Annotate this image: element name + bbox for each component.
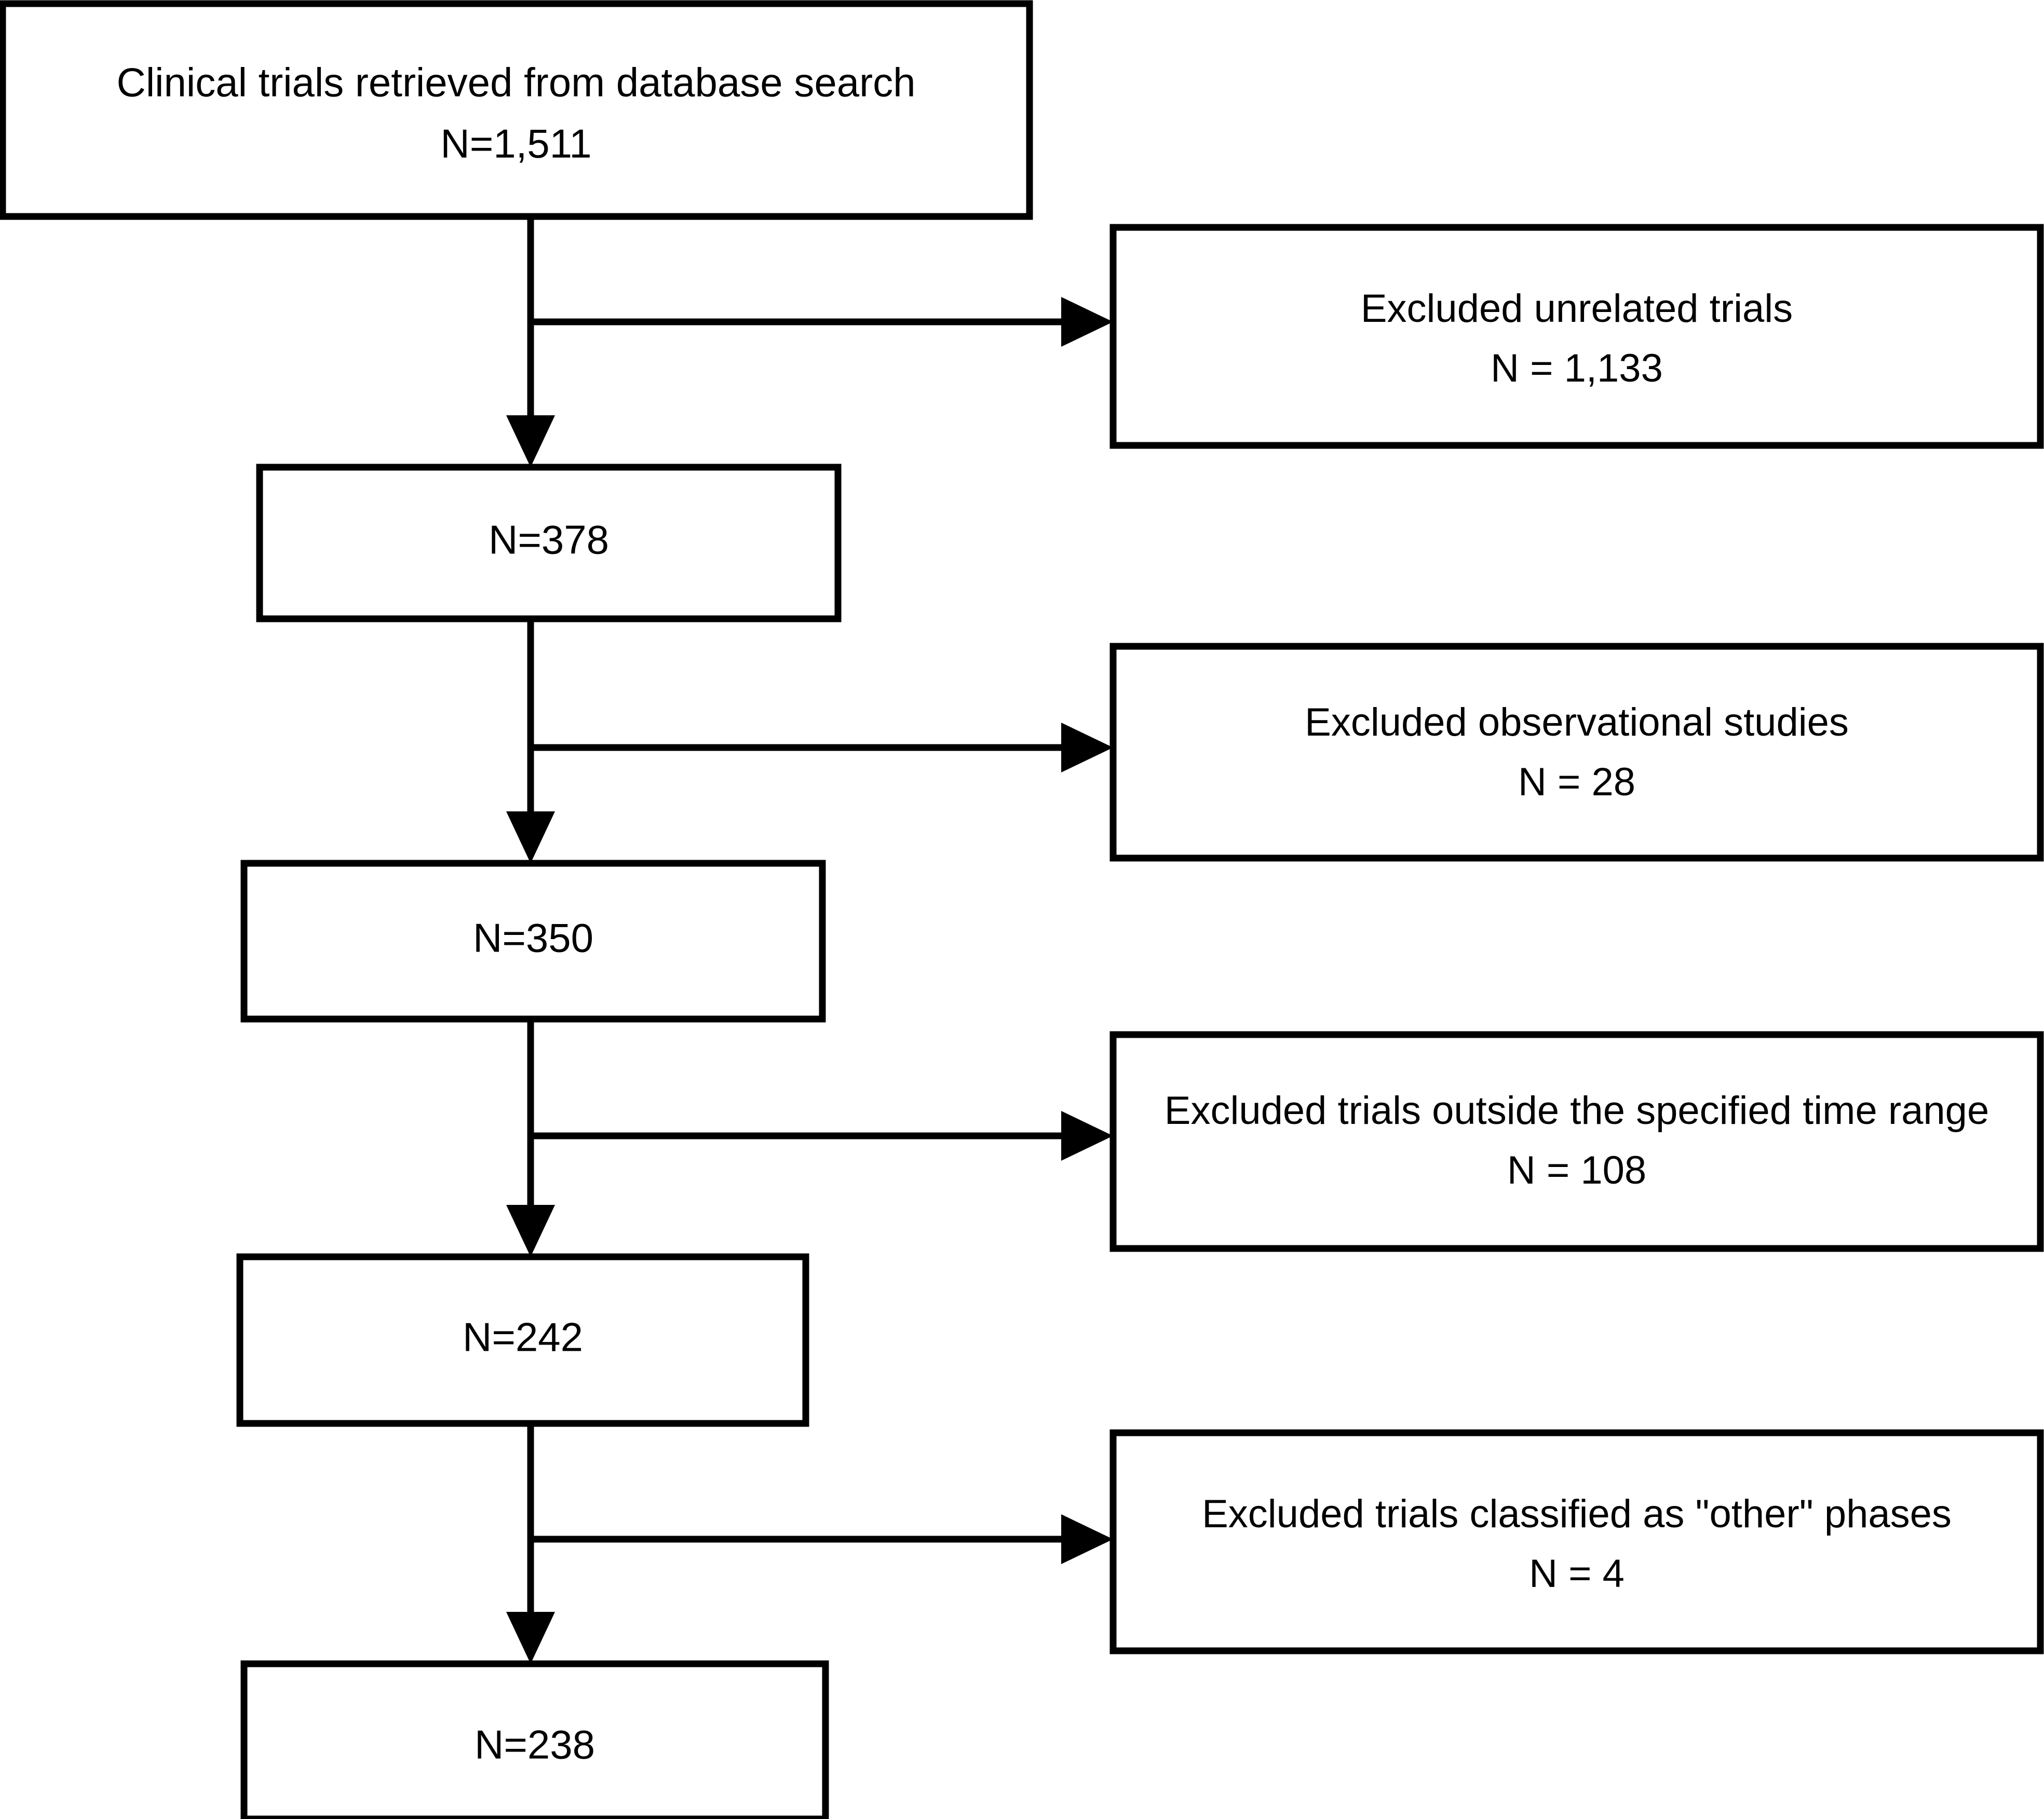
- flow-node-retrieved[interactable]: Clinical trials retrieved from database …: [0, 0, 1033, 220]
- flow-node-retrieved-line2: N=1,511: [440, 121, 591, 167]
- flow-node-retrieved-line1: Clinical trials retrieved from database …: [117, 60, 916, 105]
- exclusion-node-excluded-unrelated-line1: Excluded unrelated trials: [1361, 287, 1793, 331]
- connector-branch-excluded-observational: [531, 723, 1113, 772]
- connector-branch-excluded-time-range: [531, 1111, 1113, 1161]
- exclusion-node-excluded-time-range-line1: Excluded trials outside the specified ti…: [1165, 1089, 1989, 1133]
- exclusion-node-excluded-unrelated-line2: N = 1,133: [1491, 346, 1663, 390]
- exclusion-node-excluded-time-range-line2: N = 108: [1507, 1148, 1646, 1192]
- connector-branch-excluded-unrelated: [531, 297, 1113, 347]
- exclusion-node-excluded-time-range[interactable]: Excluded trials outside the specified ti…: [1109, 1031, 2044, 1252]
- connector-378-to-350: [506, 619, 555, 863]
- connector-branch-excluded-other-phases: [531, 1514, 1113, 1564]
- exclusion-node-excluded-observational-line2: N = 28: [1518, 760, 1635, 804]
- flow-node-after-observational[interactable]: N=350: [240, 860, 826, 1023]
- flow-node-after-observational-label: N=350: [473, 915, 593, 961]
- flow-node-after-unrelated[interactable]: N=378: [256, 464, 842, 622]
- connector-retrieved-to-378: [506, 216, 555, 467]
- exclusion-node-excluded-other-phases-line2: N = 4: [1529, 1552, 1625, 1596]
- flow-node-after-time-range[interactable]: N=242: [236, 1253, 809, 1427]
- exclusion-node-excluded-unrelated[interactable]: Excluded unrelated trials N = 1,133: [1109, 224, 2044, 449]
- flow-node-after-time-range-label: N=242: [463, 1314, 583, 1360]
- connector-350-to-242: [506, 1019, 555, 1257]
- exclusion-node-excluded-other-phases-line1: Excluded trials classified as "other" ph…: [1202, 1492, 1952, 1536]
- flow-node-final-included[interactable]: N=238: [240, 1660, 829, 1819]
- exclusion-node-excluded-other-phases[interactable]: Excluded trials classified as "other" ph…: [1109, 1429, 2044, 1654]
- exclusion-node-excluded-observational[interactable]: Excluded observational studies N = 28: [1109, 643, 2044, 862]
- flow-node-final-included-label: N=238: [475, 1722, 595, 1768]
- connector-242-to-238: [506, 1423, 555, 1664]
- flow-node-after-unrelated-label: N=378: [489, 517, 609, 563]
- exclusion-node-excluded-observational-line1: Excluded observational studies: [1305, 700, 1849, 744]
